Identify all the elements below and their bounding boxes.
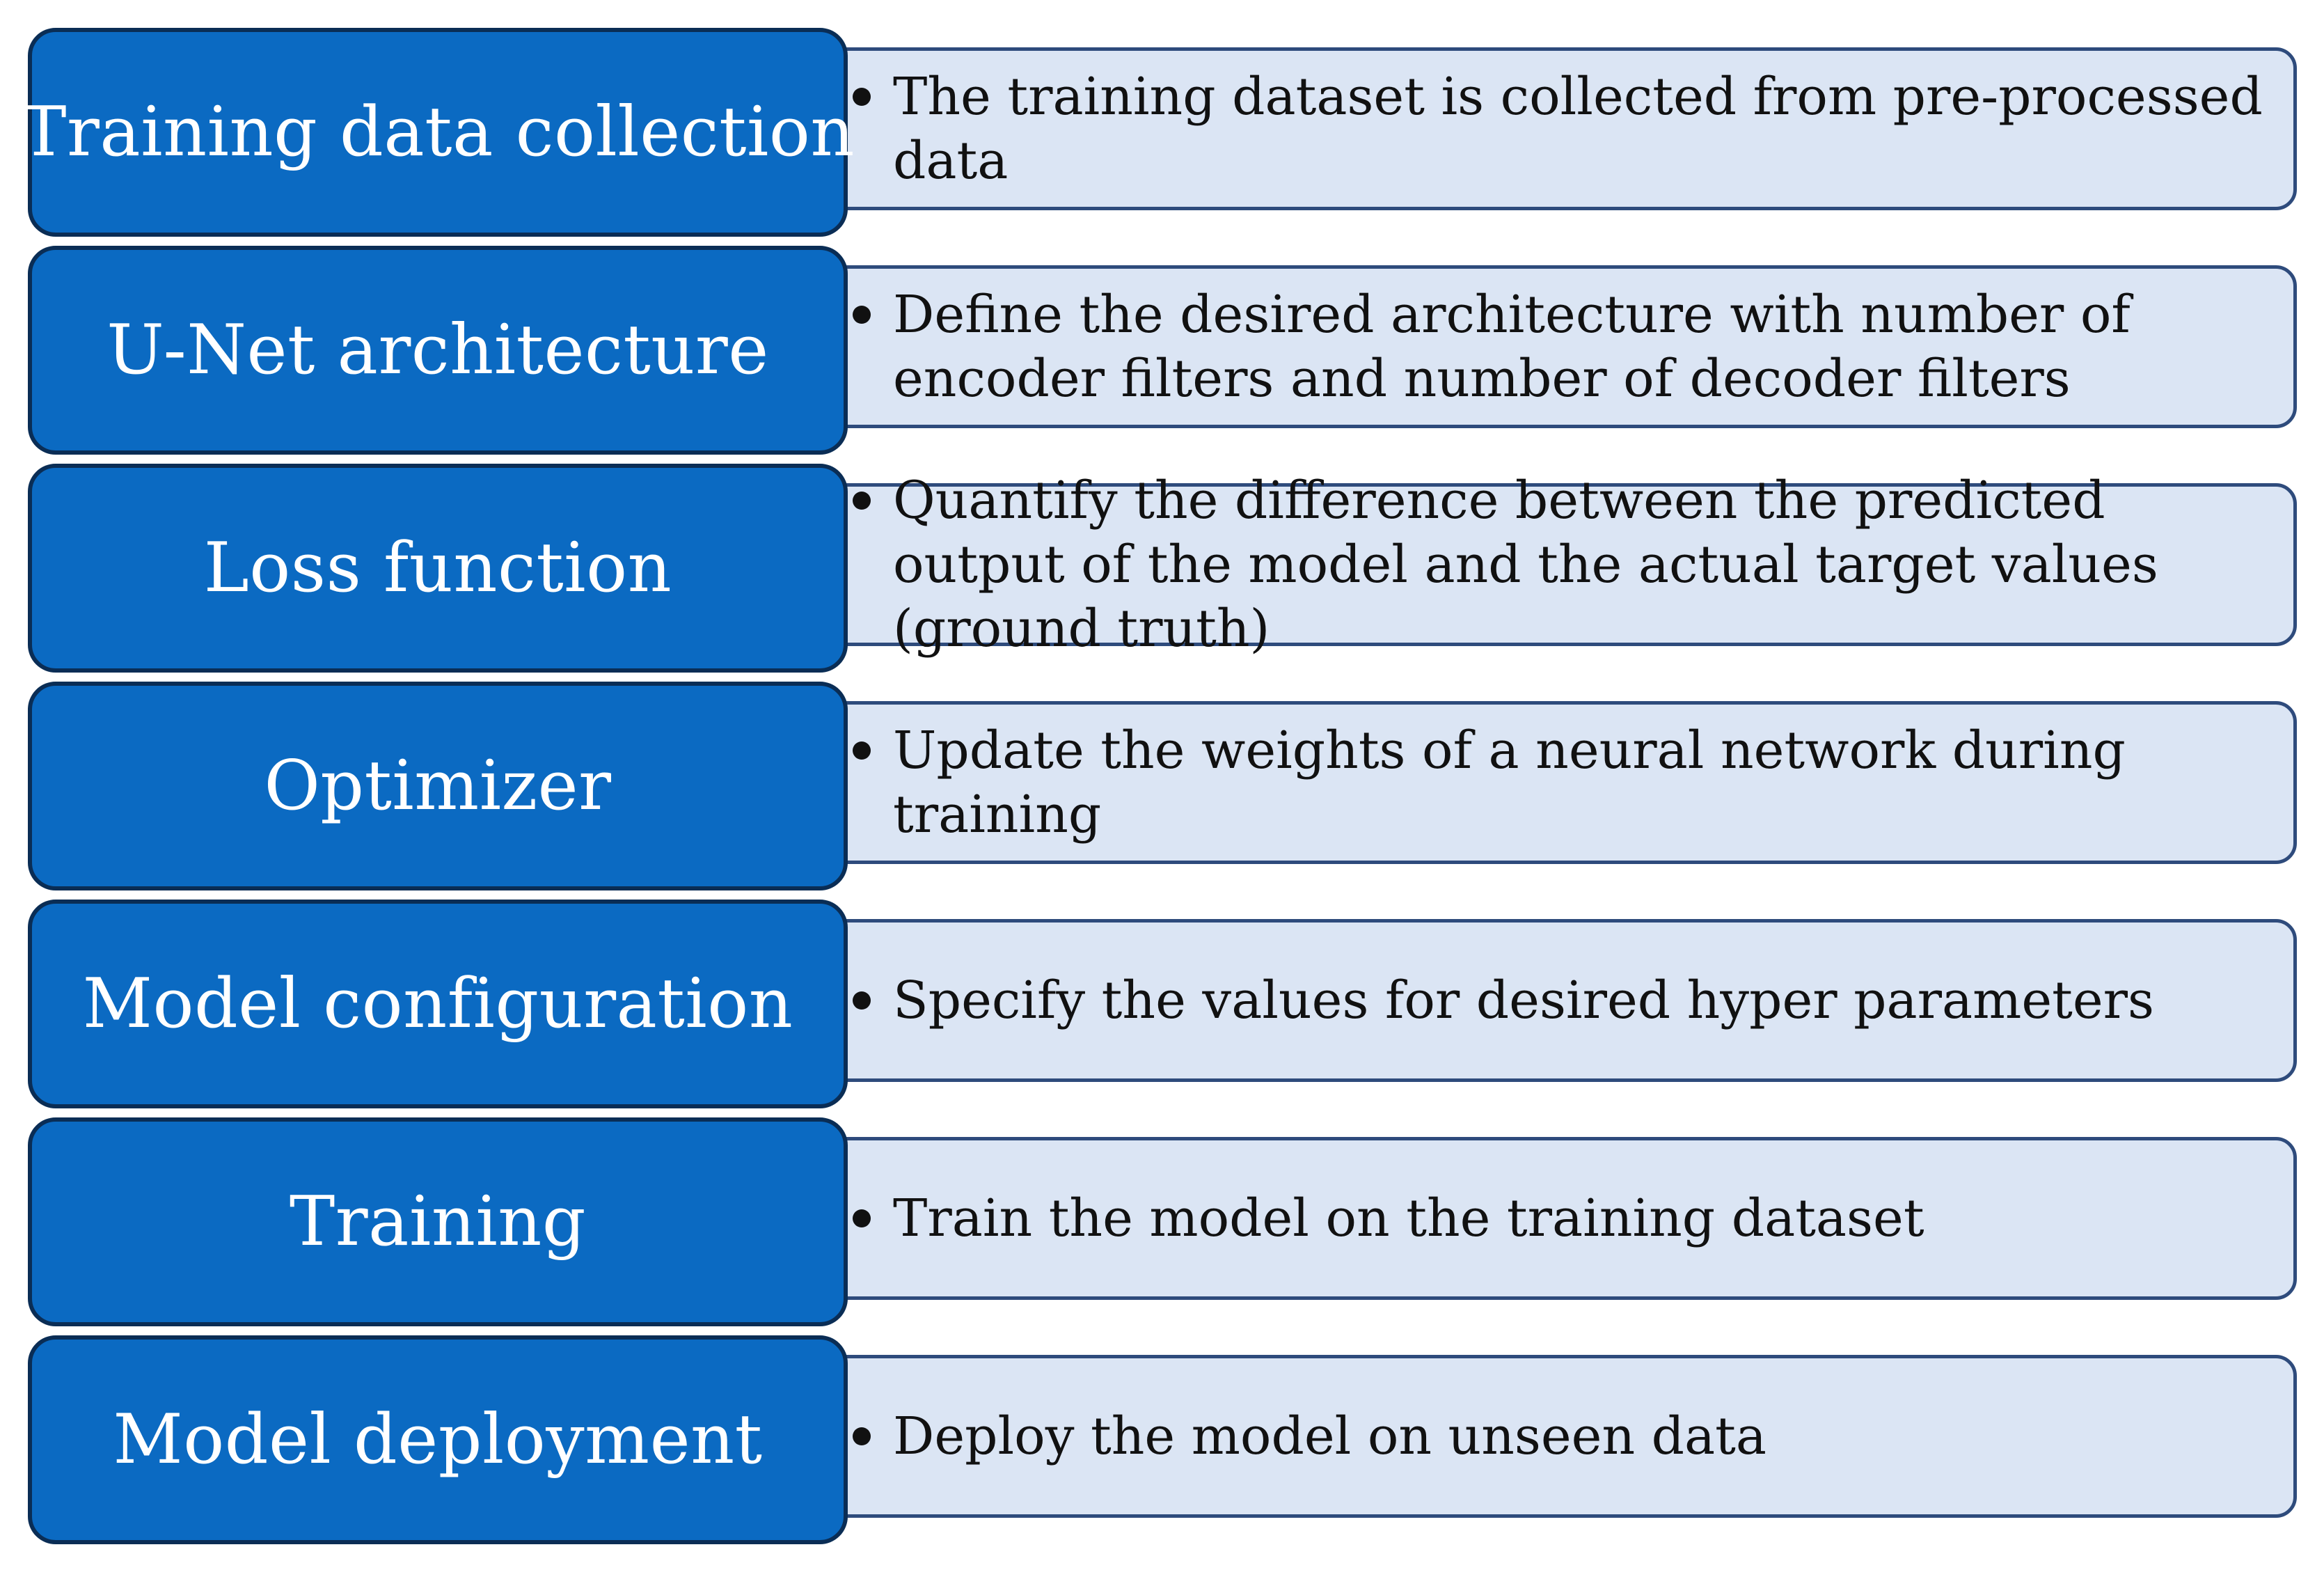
step-description-box: The training dataset is collected from p… [821, 47, 2297, 210]
step-description-box: Train the model on the training dataset [821, 1137, 2297, 1300]
step-title: Loss function [203, 528, 672, 608]
step-title-box: U-Net architecture [28, 246, 848, 455]
bullet-icon [853, 968, 880, 1033]
bullet-icon [853, 65, 880, 129]
step-title: Model deployment [113, 1400, 763, 1479]
step-title: Training data collection [21, 93, 855, 172]
step-title-box: Training [28, 1117, 848, 1326]
step-row-unet-architecture: Define the desired architecture with num… [0, 246, 2324, 455]
step-description: Deploy the model on unseen data [893, 1406, 1766, 1466]
step-title: Model configuration [82, 964, 793, 1044]
step-description: Specify the values for desired hyper par… [893, 971, 2154, 1030]
step-row-training: Train the model on the training dataset … [0, 1117, 2324, 1326]
step-row-model-deployment: Deploy the model on unseen data Model de… [0, 1335, 2324, 1544]
bullet-icon [853, 719, 880, 783]
step-description: Train the model on the training dataset [893, 1188, 1924, 1248]
step-description: The training dataset is collected from p… [893, 67, 2263, 191]
step-title-box: Loss function [28, 464, 848, 673]
step-title-box: Optimizer [28, 682, 848, 890]
step-description: Update the weights of a neural network d… [893, 721, 2126, 845]
step-description-box: Specify the values for desired hyper par… [821, 919, 2297, 1082]
step-description-box: Deploy the model on unseen data [821, 1355, 2297, 1518]
step-description-box: Define the desired architecture with num… [821, 265, 2297, 428]
step-title-box: Training data collection [21, 28, 854, 237]
step-description-box: Update the weights of a neural network d… [821, 701, 2297, 864]
step-description: Define the desired architecture with num… [893, 285, 2131, 409]
step-title-box: Model configuration [28, 900, 848, 1108]
step-title: Training [289, 1182, 587, 1262]
step-title: Optimizer [264, 746, 612, 826]
bullet-icon [853, 469, 880, 533]
bullet-icon [853, 283, 880, 347]
step-row-optimizer: Update the weights of a neural network d… [0, 682, 2324, 890]
bullet-icon [853, 1186, 880, 1250]
step-title: U-Net architecture [106, 311, 769, 390]
step-description-box: Quantify the difference between the pred… [821, 471, 2297, 659]
bullet-icon [853, 1404, 880, 1468]
step-row-training-data-collection: The training dataset is collected from p… [0, 28, 2324, 237]
step-row-loss-function: Quantify the difference between the pred… [0, 464, 2324, 673]
step-description: Quantify the difference between the pred… [893, 471, 2158, 659]
step-row-model-configuration: Specify the values for desired hyper par… [0, 900, 2324, 1108]
step-title-box: Model deployment [28, 1335, 848, 1544]
